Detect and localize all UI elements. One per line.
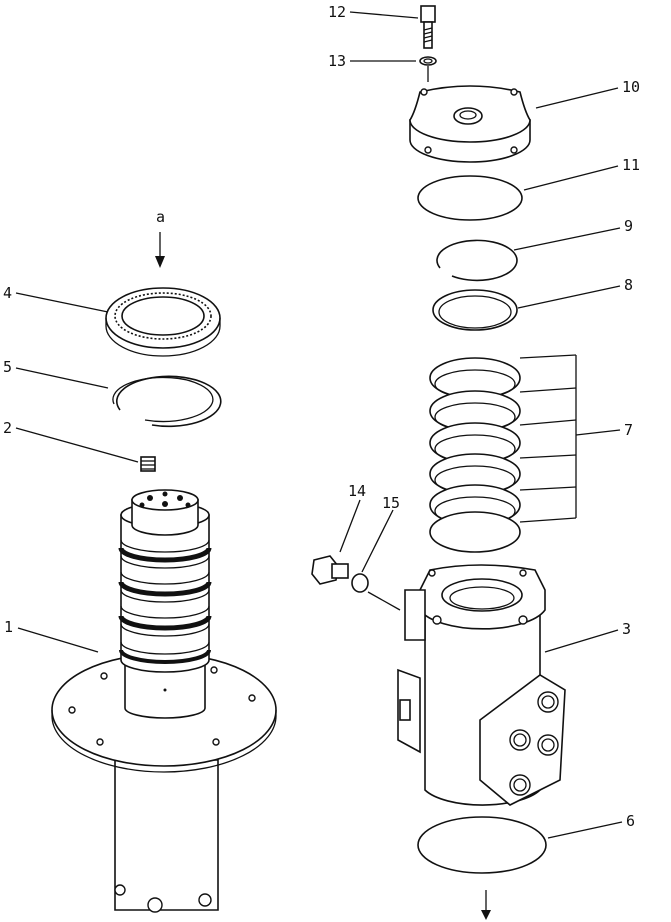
- callout-leaders: [15, 11, 623, 839]
- part-6-o-ring: [417, 816, 547, 874]
- callout-9: 9: [624, 217, 633, 235]
- bottom-arrow: [481, 890, 491, 920]
- part-8-ring: [432, 289, 518, 331]
- part-5-snap-ring: [112, 375, 222, 428]
- callout-labels: 1 2 3 4 5 6 7 8 9 10 11 12 13 14 15: [3, 3, 640, 830]
- callout-11: 11: [622, 156, 640, 174]
- part-10-cover: [409, 85, 531, 163]
- part-7-seal-rings: [429, 357, 521, 553]
- part-13-washer: [419, 56, 437, 82]
- callout-14: 14: [348, 482, 366, 500]
- callout-7: 7: [624, 421, 633, 439]
- callout-3: 3: [622, 620, 631, 638]
- view-arrow-a: a: [155, 208, 165, 268]
- callout-5: 5: [3, 358, 12, 376]
- callout-12: 12: [328, 3, 346, 21]
- callout-2: 2: [3, 419, 12, 437]
- callout-13: 13: [328, 52, 346, 70]
- part-12-bolt: [420, 5, 436, 49]
- part-4-seal: [105, 287, 221, 357]
- part-3-swivel-body: [397, 564, 566, 806]
- callout-1: 1: [4, 618, 13, 636]
- view-marker-label: a: [156, 208, 165, 226]
- part-1-swivel-shaft: [51, 489, 277, 913]
- callout-15: 15: [382, 494, 400, 512]
- part-9-snap-ring: [436, 239, 518, 282]
- callout-8: 8: [624, 276, 633, 294]
- part-14-plug: [311, 555, 349, 585]
- callout-10: 10: [622, 78, 640, 96]
- part-15-o-ring: [351, 573, 369, 593]
- callout-6: 6: [626, 812, 635, 830]
- callout-4: 4: [3, 284, 12, 302]
- part-2-plug: [140, 456, 156, 472]
- part-11-o-ring: [417, 175, 523, 221]
